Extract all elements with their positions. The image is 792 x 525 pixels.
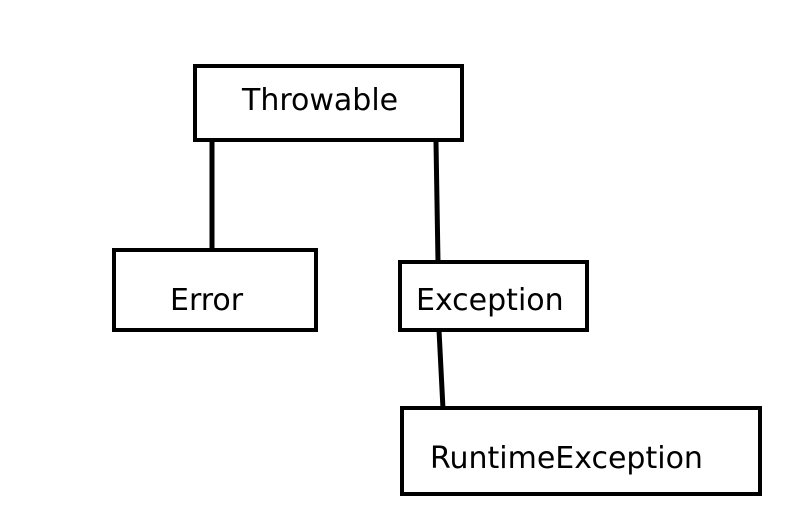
node-throwable-label: Throwable [242, 83, 399, 118]
node-runtimeexception-label: RuntimeException [430, 441, 703, 476]
node-throwable [193, 64, 464, 142]
connector-throwable-exception [433, 139, 441, 265]
node-exception-label: Exception [416, 283, 564, 318]
node-runtimeexception [400, 406, 762, 496]
node-error-label: Error [170, 283, 244, 318]
node-exception [398, 260, 589, 332]
node-error [112, 248, 318, 332]
connector-exception-runtimeexception [436, 327, 446, 412]
